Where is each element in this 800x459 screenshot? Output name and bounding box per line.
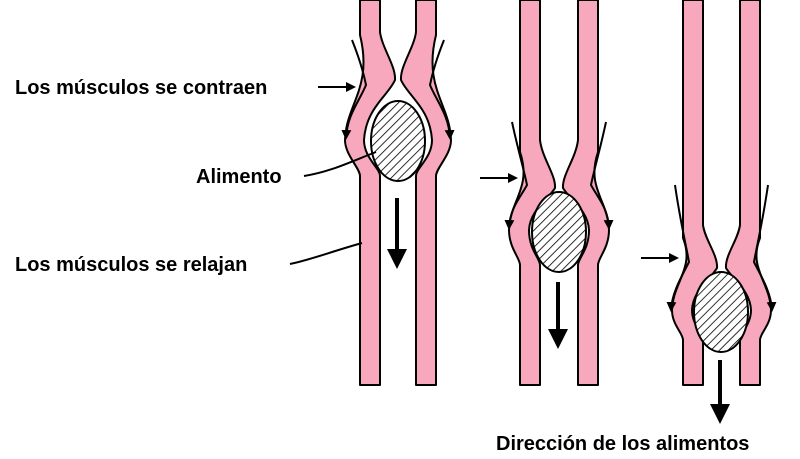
label-muscles-relax: Los músculos se relajan <box>15 254 247 276</box>
label-food-direction: Dirección de los alimentos <box>496 433 749 455</box>
relax-leader-line <box>289 242 363 265</box>
tube1-squeeze-arrow-left <box>341 39 368 140</box>
tube1-squeeze-arrow-right <box>428 39 455 140</box>
tube2-right-wall <box>561 0 610 386</box>
tube1-right-wall <box>399 0 452 386</box>
tube2-food-bolus <box>531 191 587 273</box>
esophagus-section-3 <box>666 0 777 424</box>
tube3-food-bolus <box>693 271 749 353</box>
esophagus-section-1 <box>341 0 455 386</box>
tube2-squeeze-arrow-left <box>504 121 529 230</box>
tube2-squeeze-arrow-right <box>589 121 614 230</box>
esophagus-section-2 <box>504 0 614 386</box>
food-leader-line <box>303 151 377 177</box>
label-muscles-contract: Los músculos se contraen <box>15 77 267 99</box>
tube3-squeeze-arrow-right <box>752 184 777 312</box>
tube1-food-bolus <box>370 100 426 182</box>
tube3-squeeze-arrow-left <box>666 184 691 312</box>
tube2-left-wall <box>508 0 557 386</box>
label-food: Alimento <box>196 166 282 188</box>
tube1-left-wall <box>344 0 397 386</box>
